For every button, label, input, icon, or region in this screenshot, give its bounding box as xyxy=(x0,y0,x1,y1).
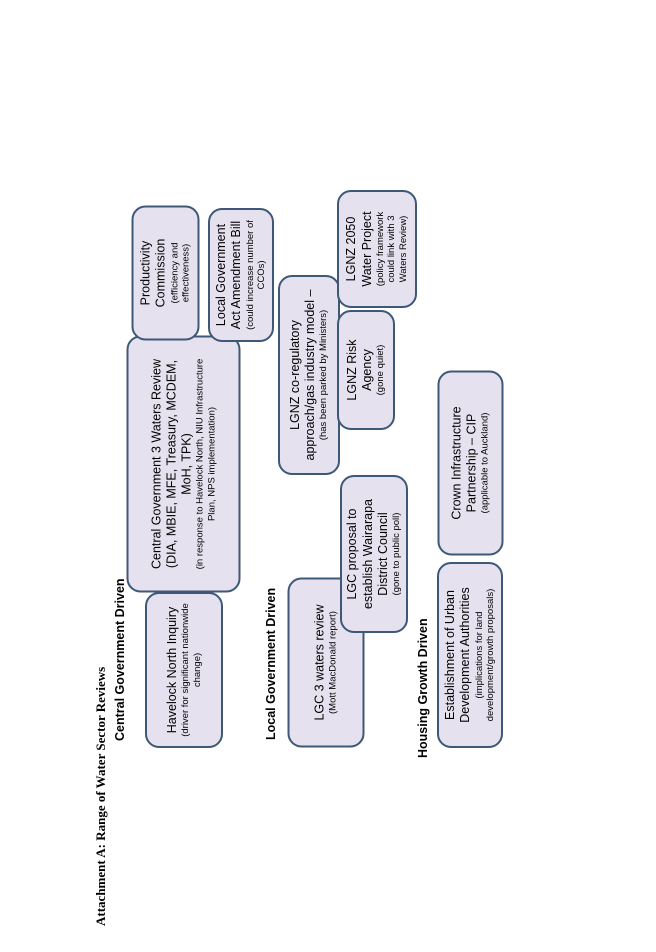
box-lgnz-risk-agency: LGNZ Risk Agency (gone quiet) xyxy=(337,310,395,430)
lgnz2050-sub: (policy framework could link with 3 Wate… xyxy=(374,211,410,287)
lgnzrisk-main: LGNZ Risk Agency xyxy=(344,339,375,401)
lgnz2050-main: LGNZ 2050 Water Project xyxy=(344,211,374,287)
uda-sub: (implications for land development/growt… xyxy=(473,588,497,722)
productivity-main: Productivity Commission xyxy=(138,238,168,308)
lgnzrisk-sub: (gone quiet) xyxy=(375,344,387,396)
uda-main: Establishment of Urban Development Autho… xyxy=(443,587,473,723)
box-productivity-commission: Productivity Commission (efficiency and … xyxy=(131,205,200,341)
box-lgnz-2050-water-project: LGNZ 2050 Water Project (policy framewor… xyxy=(337,190,417,308)
lgc3waters-sub: (Mott MacDonald report) xyxy=(327,611,339,714)
lgactbill-main: Local Government Act Amendment Bill xyxy=(214,220,244,330)
box-crown-infrastructure-partnership: Crown Infrastructure Partnership – CIP (… xyxy=(437,370,504,556)
heading-local-government: Local Government Driven xyxy=(263,587,279,740)
box-lgnz-co-regulatory-approach: LGNZ co-regulatory approach/gas industry… xyxy=(278,275,340,475)
heading-central-government: Central Government Driven xyxy=(112,578,128,741)
lgactbill-sub: (could increase number of CCOs) xyxy=(244,220,268,330)
productivity-sub: (efficiency and effectiveness) xyxy=(169,242,192,304)
box-central-government-3-waters-review: Central Government 3 Waters Review (DIA,… xyxy=(126,335,241,593)
heading-central-text: Central Government Driven xyxy=(113,578,127,741)
lgcwairarapa-sub: (gone to public poll) xyxy=(391,512,403,596)
box-urban-development-authorities: Establishment of Urban Development Autho… xyxy=(437,562,503,748)
box-havelock-north-inquiry: Havelock North Inquiry (driver for signi… xyxy=(145,592,223,748)
cg3waters-sub: (in response to Havelock North, NIU Infr… xyxy=(194,358,218,570)
havelock-sub: (driver for significant nationwide chang… xyxy=(180,603,203,737)
page-title: Attachment A: Range of Water Sector Revi… xyxy=(92,667,110,926)
lgnzcoreg-sub: (has been parked by Ministers) xyxy=(318,309,330,441)
heading-local-text: Local Government Driven xyxy=(264,587,278,740)
box-lgc-wairarapa-proposal: LGC proposal to establish Wairarapa Dist… xyxy=(340,475,408,633)
cip-main: Crown Infrastructure Partnership – CIP xyxy=(449,406,479,520)
heading-housing-text: Housing Growth Driven xyxy=(416,618,430,758)
havelock-main: Havelock North Inquiry xyxy=(164,606,179,734)
lgc3waters-main: LGC 3 waters review xyxy=(312,604,327,721)
lgcwairarapa-main: LGC proposal to establish Wairarapa Dist… xyxy=(345,499,390,610)
lgnzcoreg-main: LGNZ co-regulatory approach/gas industry… xyxy=(287,289,318,461)
box-local-government-act-amendment-bill: Local Government Act Amendment Bill (cou… xyxy=(208,208,274,342)
page-title-text: Attachment A: Range of Water Sector Revi… xyxy=(93,666,108,926)
cg3waters-main: Central Government 3 Waters Review (DIA,… xyxy=(149,358,194,570)
cip-sub: (applicable to Auckland) xyxy=(479,412,491,514)
heading-housing-growth: Housing Growth Driven xyxy=(415,618,431,758)
